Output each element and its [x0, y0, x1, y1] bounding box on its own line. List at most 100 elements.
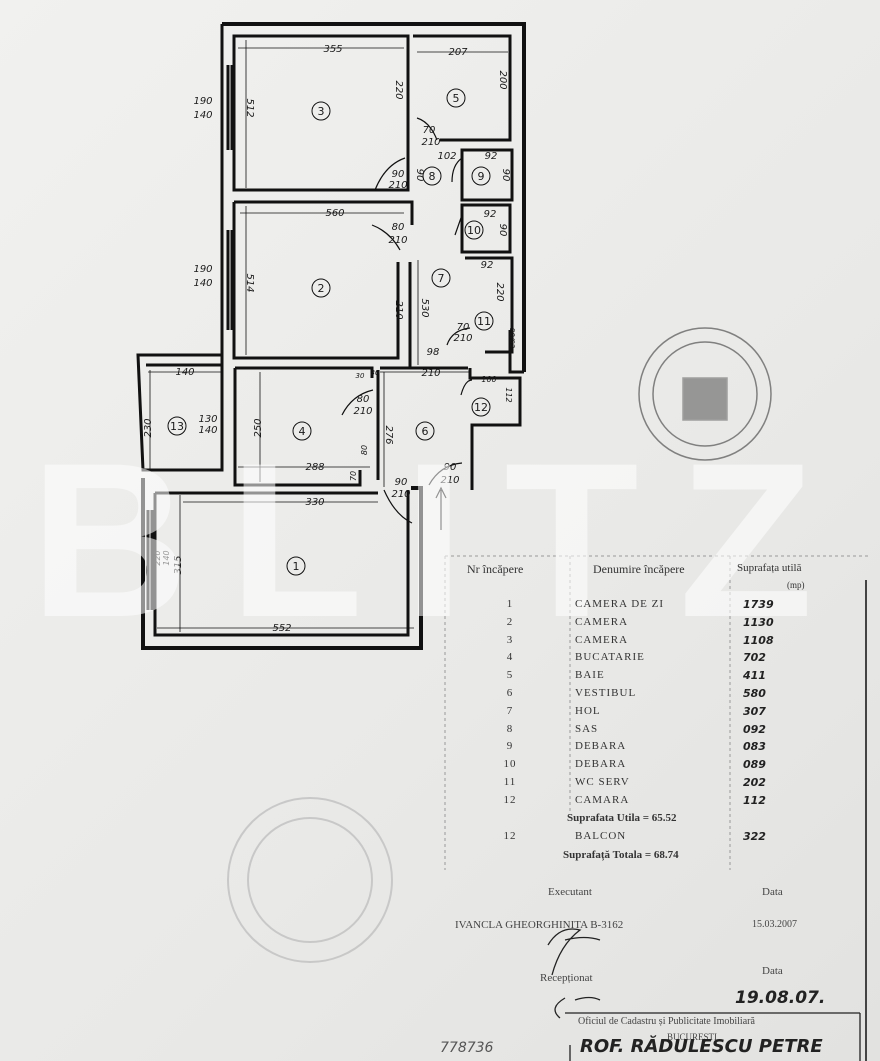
received-date-label: Data	[762, 965, 783, 977]
cell-area: 092	[743, 722, 766, 736]
dim-r4-b: 70	[349, 471, 358, 481]
room-number-10: 10	[467, 224, 481, 237]
executant-date: 15.03.2007	[752, 919, 797, 930]
door-swings	[341, 117, 473, 530]
cell-nr: 12	[503, 793, 517, 806]
signature	[547, 928, 861, 1061]
cell-name: DEBARA	[575, 740, 627, 753]
dim-hall-length: 530	[419, 298, 430, 317]
table-row: 12 CAMARA 112	[445, 794, 870, 810]
cell-name: CAMERA DE ZI	[575, 598, 664, 610]
dim-r12-height: 112	[504, 387, 513, 402]
dim-r10-width: 92	[484, 209, 497, 220]
dim-r4-height: 250	[253, 418, 264, 437]
dim-r3-width: 355	[323, 44, 342, 55]
dim-r3-wall: 220	[393, 80, 404, 99]
room-number-11: 11	[477, 315, 491, 328]
dim-window-2-h: 140	[193, 278, 212, 289]
dim-r5-width: 207	[448, 47, 468, 58]
dim-hall-width: 98	[427, 347, 440, 358]
dim-r1-top: 330	[305, 497, 324, 508]
office-city: BUCUREȘTI	[667, 1032, 718, 1042]
dim-r4-door: 80	[357, 394, 370, 405]
header-area: Suprafața utilă	[737, 562, 802, 574]
stamp-oficiul	[638, 327, 772, 461]
received-label: Recepționat	[540, 972, 593, 984]
dim-r5-door: 70	[423, 125, 436, 136]
cell-nr: 8	[506, 722, 514, 735]
cell-name: VESTIBUL	[575, 687, 637, 699]
cell-area: 1130	[743, 615, 774, 629]
dim-r13-door-h: 140	[198, 425, 217, 436]
header-name: Denumire încăpere	[593, 562, 685, 576]
cell-nr: 4	[506, 651, 514, 664]
dim-r4-c: 30	[356, 372, 365, 380]
dim-r2-door: 80	[392, 222, 405, 233]
dim-r4-d: 30	[371, 369, 380, 377]
dim-window-1: 220	[153, 550, 162, 565]
cell-name: DEBARA	[575, 758, 627, 771]
cell-area: 202	[743, 776, 766, 789]
cell-area: 112	[743, 793, 766, 807]
table-row: 5 BAIE 411	[445, 669, 870, 685]
dim-r8-side: 90	[414, 169, 425, 182]
cell-nr: 9	[506, 740, 514, 753]
room-number-8: 8	[429, 170, 436, 183]
dim-r8-door: 90	[392, 169, 405, 180]
dim-r2-wall: 210	[393, 300, 404, 319]
inspector-name: ROF. RĂDULESCU PETRE	[580, 1036, 823, 1057]
room-number-4: 4	[299, 425, 306, 438]
dim-r4-door-h: 210	[353, 406, 372, 417]
rooms-table: Nr încăpere Denumire încăpere Suprafața …	[445, 556, 870, 871]
received-date: 19.08.07.	[735, 988, 826, 1008]
dim-r4-a: 80	[360, 445, 369, 455]
dim-r10-height: 90	[497, 224, 508, 237]
watermark: BLITZ	[30, 417, 854, 663]
cell-nr: 7	[506, 704, 514, 717]
table-row: 9 DEBARA 083	[445, 740, 870, 756]
cell-area: 702	[743, 651, 766, 665]
cell-nr: 12	[503, 830, 517, 842]
cell-name: CAMARA	[575, 793, 630, 806]
executant-name: IVANCLA GHEORGHINITA B-3162	[455, 919, 624, 931]
dim-r1-width: 552	[272, 623, 291, 634]
dim-r2-door-h: 210	[388, 235, 407, 246]
cell-area: 307	[743, 704, 766, 718]
dim-entry-door: 90	[444, 462, 457, 473]
cell-area: 089	[743, 758, 766, 772]
executant-date-label: Data	[762, 886, 783, 898]
dim-r11-door: 70	[457, 322, 470, 333]
entry-arrow	[435, 486, 447, 530]
cell-name: BALCON	[575, 830, 627, 842]
room-number-5: 5	[453, 92, 460, 105]
header-nr: Nr încăpere	[467, 562, 524, 576]
dim-r2-width: 560	[325, 208, 344, 219]
cell-area: 411	[743, 669, 766, 683]
dim-r13-width: 140	[175, 367, 194, 378]
cell-nr: 5	[506, 669, 514, 682]
room-number-7: 7	[438, 272, 445, 285]
dim-window-3: 190	[193, 96, 212, 107]
dim-r11-width: 92	[481, 260, 494, 271]
cell-name: CAMERA	[575, 615, 629, 628]
cell-name: WC SERV	[575, 776, 630, 788]
dim-r6-width: 210	[421, 368, 440, 379]
dim-r2-height: 514	[244, 273, 255, 292]
dim-r8-door-h: 210	[388, 180, 407, 191]
dim-r1-height: 315	[173, 555, 184, 574]
dim-window-1-h: 140	[162, 550, 171, 565]
cell-area: 083	[743, 740, 766, 754]
table-borders	[444, 555, 870, 870]
room-number-3: 3	[318, 105, 325, 118]
dim-r8-width: 102	[437, 151, 456, 162]
dim-window-2: 190	[193, 264, 212, 275]
cell-name: BAIE	[575, 669, 605, 682]
cell-area: 580	[743, 687, 766, 700]
